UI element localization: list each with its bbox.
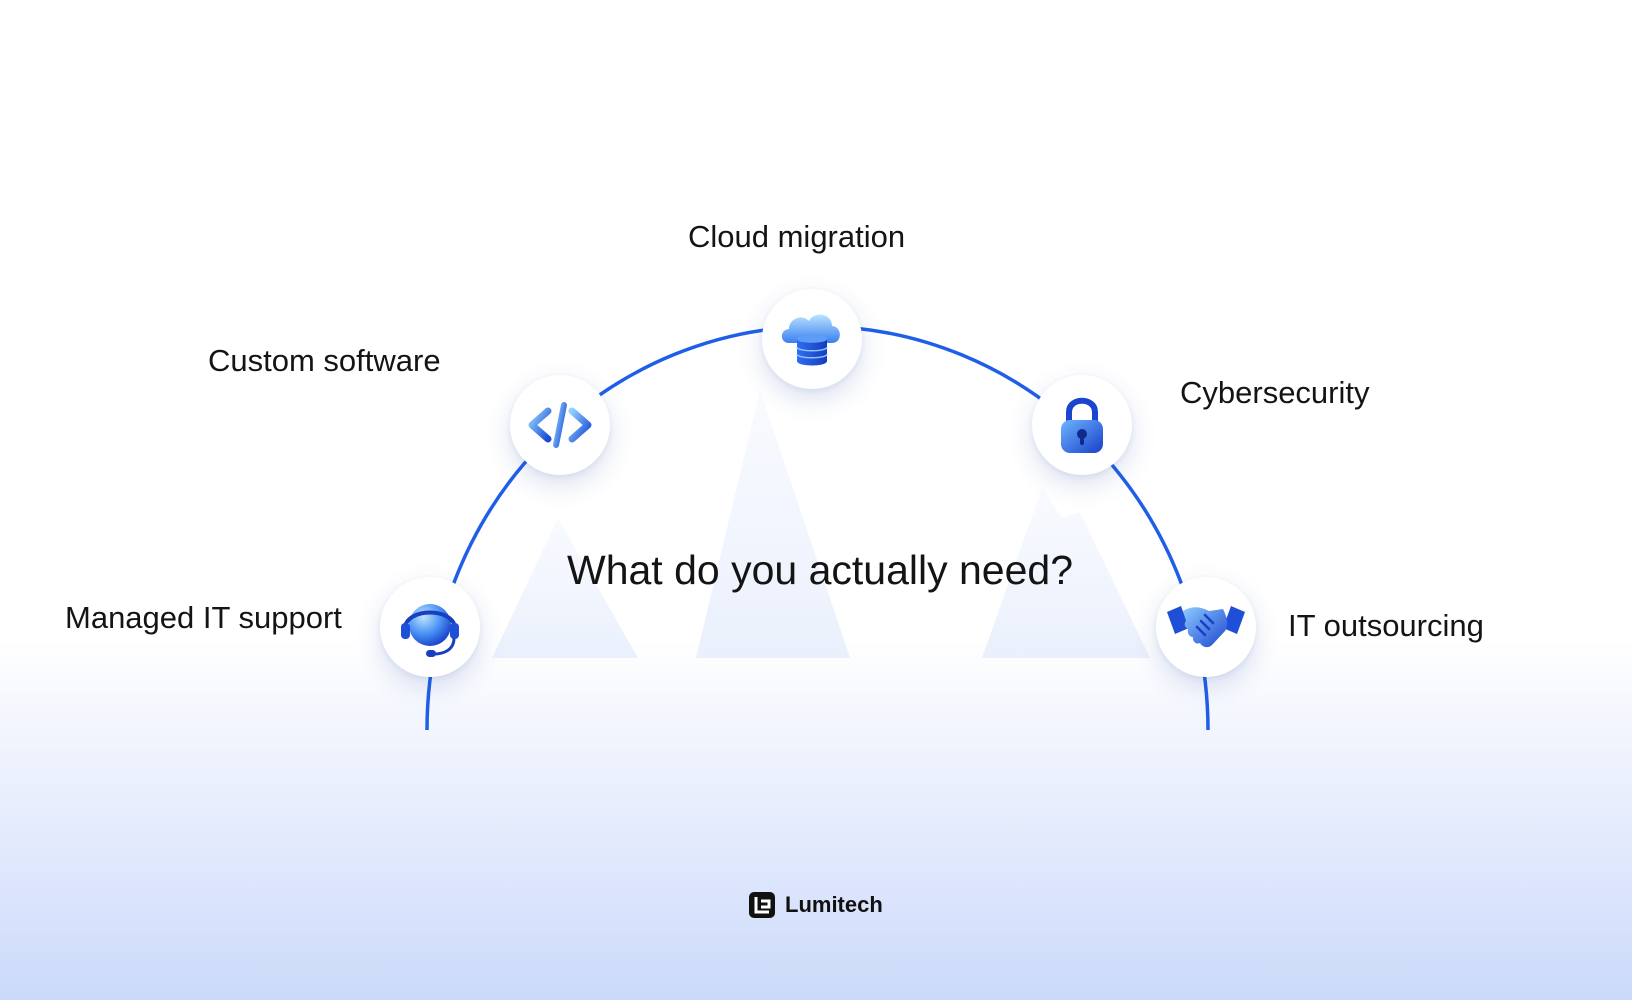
service-node-cybersecurity[interactable]: [1032, 375, 1132, 475]
service-node-managed-it-support[interactable]: [380, 577, 480, 677]
service-label-cybersecurity: Cybersecurity: [1180, 375, 1370, 410]
padlock-icon: [1061, 397, 1103, 453]
cloud-database-icon: [781, 314, 840, 366]
handshake-icon: [1167, 606, 1245, 648]
lumitech-logo-icon: [749, 892, 775, 918]
service-label-managed-it-support: Managed IT support: [65, 600, 342, 635]
center-question: What do you actually need?: [567, 547, 1073, 593]
service-label-cloud-migration: Cloud migration: [688, 219, 906, 254]
service-label-it-outsourcing: IT outsourcing: [1288, 608, 1484, 643]
service-label-custom-software: Custom software: [208, 343, 441, 378]
service-node-custom-software[interactable]: [510, 375, 610, 475]
code-icon: [528, 402, 592, 448]
service-node-cloud-migration[interactable]: [762, 289, 862, 389]
headset-icon: [401, 604, 459, 657]
service-node-it-outsourcing[interactable]: [1156, 577, 1256, 677]
brand-logo: Lumitech: [749, 891, 883, 919]
brand-name: Lumitech: [785, 892, 883, 917]
background-mountains: [492, 390, 1150, 658]
